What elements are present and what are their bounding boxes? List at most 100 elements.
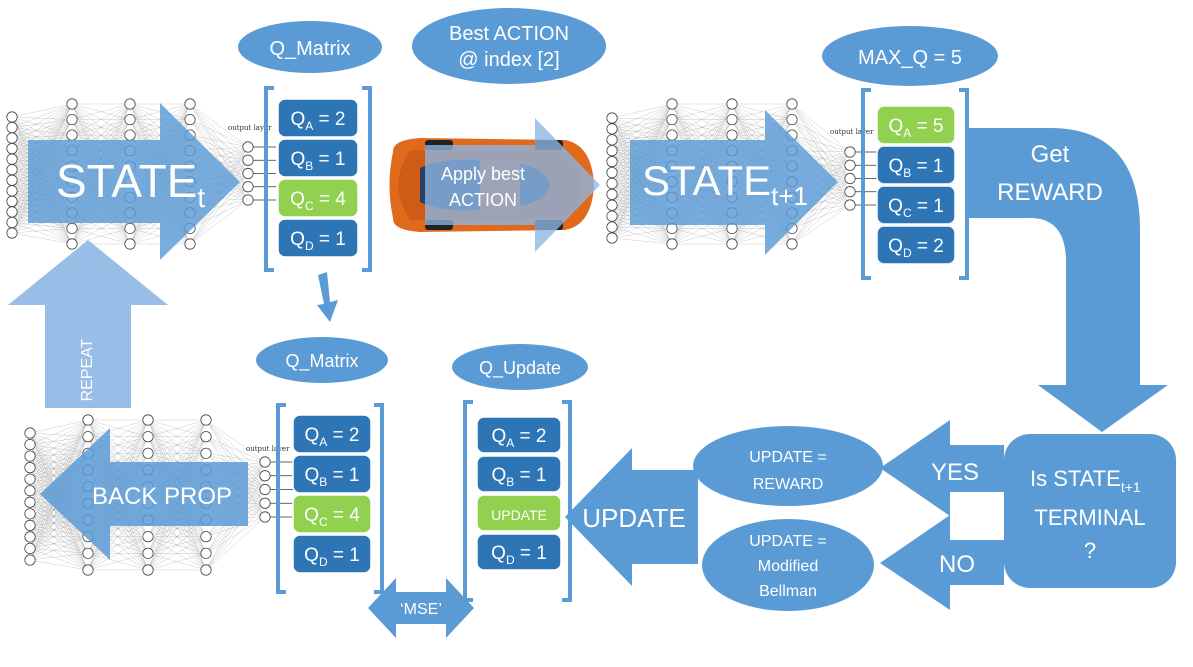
svg-text:REPEAT: REPEAT bbox=[79, 338, 96, 401]
q-value-box: QA = 5 bbox=[876, 105, 956, 145]
q-value-box: QD = 2 bbox=[876, 225, 956, 265]
neuron bbox=[844, 146, 856, 158]
neuron bbox=[606, 232, 618, 244]
mse-double-arrow: ‘MSE’ bbox=[368, 578, 474, 638]
get-reward-arrow: Get REWARD bbox=[968, 128, 1168, 432]
update-bellman-ellipse: UPDATE = Modified Bellman bbox=[702, 519, 874, 611]
q-brackets bbox=[264, 86, 969, 602]
neuron bbox=[6, 216, 18, 229]
q-value-text: QC = 4 bbox=[290, 189, 346, 213]
neuron bbox=[606, 188, 618, 200]
svg-text:Best ACTION: Best ACTION bbox=[449, 23, 569, 45]
state-t1-arrow: STATEt+1 bbox=[630, 110, 838, 255]
neuron bbox=[726, 113, 738, 126]
neuron bbox=[6, 174, 18, 186]
q-value-box: UPDATE bbox=[476, 494, 562, 532]
bracket-left bbox=[861, 88, 871, 280]
neuron bbox=[666, 113, 678, 126]
repeat-arrow: REPEAT bbox=[8, 240, 168, 408]
output-layer-label-top-right: output layer bbox=[830, 128, 874, 136]
neuron bbox=[242, 167, 254, 180]
neuron bbox=[606, 221, 618, 233]
update-reward-ellipse: UPDATE = REWARD bbox=[693, 426, 883, 506]
neuron bbox=[666, 129, 678, 141]
state-t-label: STATEt bbox=[56, 155, 205, 213]
q-matrix-top-badge: Q_Matrix bbox=[238, 21, 382, 73]
svg-text:Apply best: Apply best bbox=[441, 164, 525, 184]
neuron bbox=[142, 564, 154, 576]
down-arrow-q-matrix bbox=[317, 272, 338, 322]
neuron bbox=[200, 414, 212, 426]
q-value-text: QB = 1 bbox=[304, 465, 359, 489]
svg-text:REWARD: REWARD bbox=[753, 476, 824, 493]
q-value-text: QA = 5 bbox=[888, 116, 943, 140]
neuron bbox=[259, 456, 271, 468]
neuron bbox=[24, 485, 36, 497]
q-value-text: QD = 1 bbox=[290, 229, 346, 253]
neuron bbox=[124, 98, 136, 110]
q-value-text: QC = 4 bbox=[304, 505, 360, 529]
neuron bbox=[6, 164, 18, 176]
svg-text:Q_Matrix: Q_Matrix bbox=[285, 351, 358, 372]
svg-text:BACK PROP: BACK PROP bbox=[92, 483, 232, 510]
neuron bbox=[200, 531, 212, 543]
q-update-badge: Q_Update bbox=[452, 344, 588, 390]
q-value-text: QD = 2 bbox=[888, 236, 944, 260]
neuron bbox=[124, 113, 136, 126]
q-value-box: QA = 2 bbox=[292, 414, 372, 454]
neuron bbox=[82, 431, 94, 443]
neuron bbox=[24, 542, 36, 555]
neuron bbox=[24, 450, 36, 462]
neuron bbox=[200, 547, 212, 559]
svg-text:MAX_Q = 5: MAX_Q = 5 bbox=[858, 47, 962, 69]
q-value-box: QC = 4 bbox=[292, 494, 372, 534]
neuron bbox=[844, 199, 856, 211]
neuron bbox=[844, 172, 856, 185]
neuron bbox=[6, 185, 18, 197]
neuron bbox=[82, 414, 94, 426]
neuron bbox=[66, 98, 78, 110]
neuron bbox=[124, 129, 136, 141]
svg-text:TERMINAL: TERMINAL bbox=[1034, 505, 1145, 530]
neuron bbox=[606, 112, 618, 124]
neuron bbox=[24, 462, 36, 474]
neuron bbox=[259, 497, 271, 509]
neuron bbox=[24, 427, 36, 439]
q-matrix-bottom: QA = 2QB = 1QC = 4QD = 1 bbox=[292, 414, 372, 574]
best-action-badge: Best ACTION @ index [2] bbox=[412, 8, 606, 84]
neuron bbox=[142, 431, 154, 443]
neuron bbox=[726, 98, 738, 110]
bracket-left bbox=[264, 86, 274, 272]
svg-text:UPDATE =: UPDATE = bbox=[749, 449, 827, 466]
neuron bbox=[242, 154, 254, 166]
svg-text:NO: NO bbox=[939, 551, 975, 578]
neuron bbox=[142, 414, 154, 426]
neuron bbox=[142, 547, 154, 559]
bracket-right bbox=[959, 88, 969, 280]
neuron bbox=[6, 121, 18, 134]
neuron bbox=[184, 113, 196, 126]
q-value-box: QC = 4 bbox=[277, 178, 359, 218]
max-q-badge: MAX_Q = 5 bbox=[822, 26, 998, 86]
q-value-text: QA = 2 bbox=[304, 425, 359, 449]
bracket-right bbox=[374, 403, 384, 594]
neuron bbox=[606, 123, 618, 135]
neuron bbox=[184, 238, 196, 250]
terminal-decision-box: Is STATEt+1 TERMINAL ? bbox=[1004, 434, 1176, 588]
yes-arrow: YES bbox=[880, 420, 1004, 516]
neuron bbox=[606, 166, 618, 179]
bracket-left bbox=[463, 400, 473, 602]
neuron bbox=[24, 531, 36, 543]
bracket-left bbox=[276, 403, 286, 594]
neuron bbox=[606, 210, 618, 222]
q-value-text: QB = 1 bbox=[491, 465, 546, 489]
neuron bbox=[726, 238, 738, 250]
neuron bbox=[124, 222, 136, 235]
neuron bbox=[66, 129, 78, 141]
neuron bbox=[726, 129, 738, 141]
neuron bbox=[200, 564, 212, 576]
svg-text:@ index [2]: @ index [2] bbox=[458, 49, 559, 71]
neuron bbox=[66, 222, 78, 235]
apply-action-arrow: Apply best ACTION bbox=[425, 118, 600, 252]
svg-text:‘MSE’: ‘MSE’ bbox=[400, 601, 442, 618]
